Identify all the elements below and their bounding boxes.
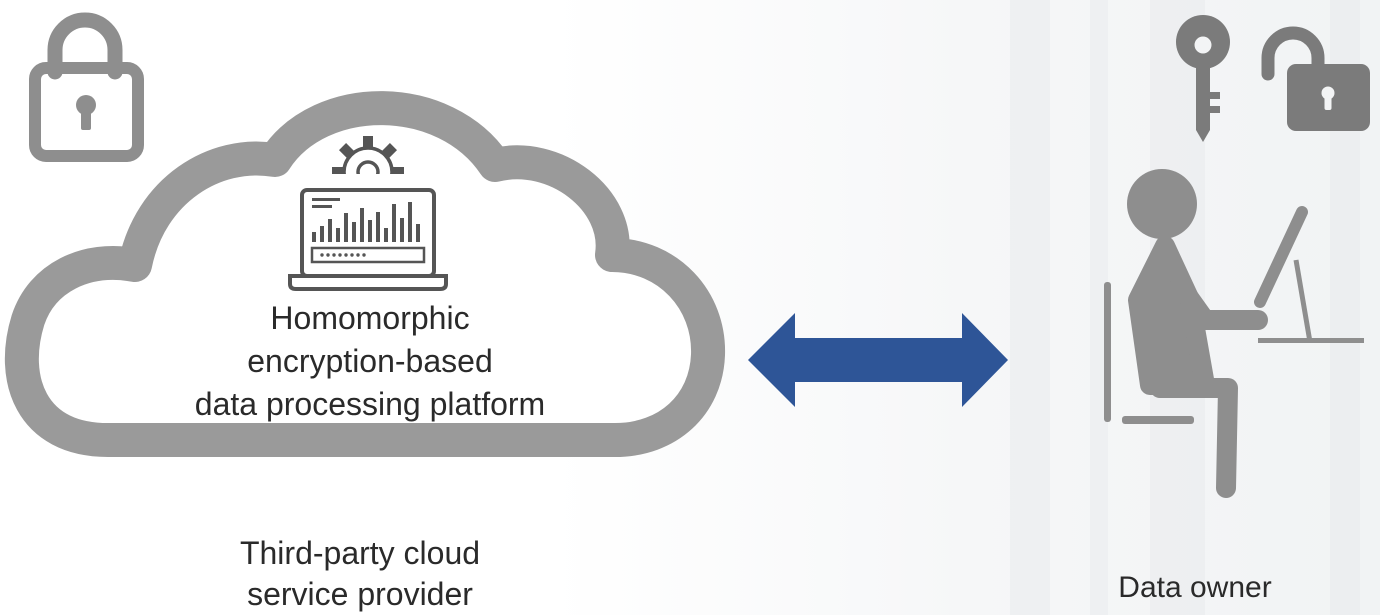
- background-stripe: [1090, 0, 1108, 615]
- cloud-label-line-3: data processing platform: [194, 386, 546, 422]
- data-owner-label-text: Data owner: [1118, 571, 1272, 604]
- cloud-label-line-1: Homomorphic: [270, 300, 470, 336]
- bidirectional-arrow-icon: [748, 313, 1008, 407]
- key-icon: [1176, 15, 1230, 142]
- laptop-icon: [288, 188, 448, 291]
- cloud-label-line-2: encryption-based: [247, 343, 493, 379]
- provider-label-line-2: service provider: [247, 576, 473, 612]
- provider-label-line-1: Third-party cloud: [239, 535, 481, 571]
- unlocked-lock-icon: [1261, 26, 1370, 131]
- data-owner-label: Data owner: [1095, 570, 1295, 606]
- person-at-computer-icon: [1104, 169, 1364, 498]
- cloud-platform-label: Homomorphic encryption-based data proces…: [170, 297, 570, 426]
- provider-label: Third-party cloud service provider: [190, 533, 530, 615]
- background-stripe: [1010, 0, 1050, 615]
- lock-icon: [29, 12, 144, 162]
